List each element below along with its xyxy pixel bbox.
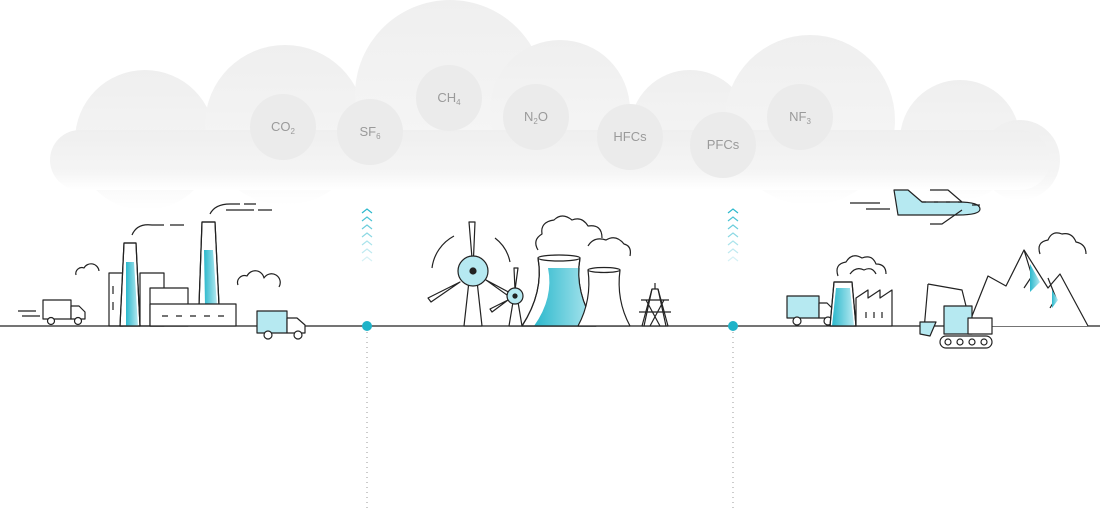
gas-bubble-pfcs: PFCs	[690, 112, 756, 178]
factory-icon	[108, 203, 272, 327]
cloud-icon	[236, 270, 281, 288]
airplane-icon	[850, 189, 981, 225]
wind-turbine-icon	[489, 267, 524, 327]
gas-label: SF6	[359, 123, 381, 141]
divider-right	[728, 321, 738, 510]
truck-icon	[18, 299, 86, 326]
gas-bubble-ch4: CH4	[416, 65, 482, 131]
gas-label: N2O	[524, 108, 548, 126]
gas-bubble-co2: CO2	[250, 94, 316, 160]
gas-label: NF3	[789, 108, 811, 126]
chevron-up-icon	[361, 208, 373, 262]
power-pylon-icon	[639, 283, 671, 327]
gas-label: PFCs	[706, 136, 740, 152]
gas-bubble-nf3: NF3	[767, 84, 833, 150]
gas-label: CH4	[437, 89, 461, 107]
gas-bubble-hfcs: HFCs	[597, 104, 663, 170]
truck-icon	[786, 295, 836, 326]
gas-label: HFCs	[613, 128, 647, 144]
divider-left	[362, 321, 372, 510]
factory-icon	[829, 255, 893, 327]
excavator-icon	[919, 283, 993, 349]
gas-bubble-sf6: SF6	[337, 99, 403, 165]
cloud-icon	[75, 263, 100, 276]
gas-label: CO2	[271, 118, 295, 136]
chevron-up-icon	[727, 208, 739, 262]
truck-icon	[256, 310, 306, 340]
gas-bubble-n2o: N2O	[503, 84, 569, 150]
cooling-tower-icon	[521, 215, 631, 327]
mountains-icon	[967, 232, 1089, 327]
wind-turbine-icon	[427, 221, 517, 327]
